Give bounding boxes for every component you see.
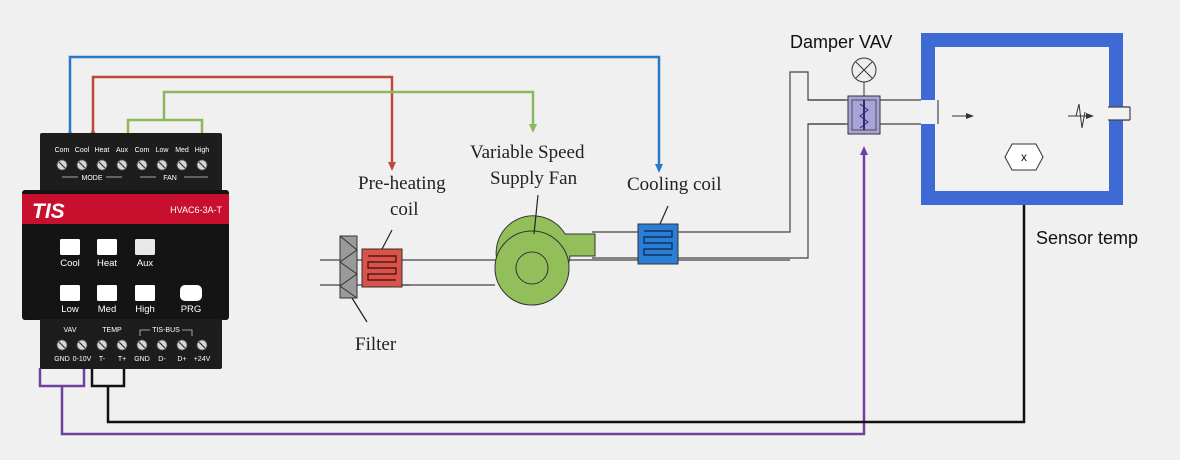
top-terminal-label: Aux bbox=[116, 147, 129, 154]
sensor-symbol: x bbox=[1021, 150, 1027, 164]
terminal-screw bbox=[176, 339, 188, 351]
controller-header-bar bbox=[22, 194, 229, 224]
controller-button-high[interactable]: High bbox=[135, 285, 155, 315]
top-terminal-label: Low bbox=[156, 147, 170, 154]
terminal-screw bbox=[176, 159, 188, 171]
purple-wire-bracket bbox=[38, 368, 86, 388]
blue-wire bbox=[68, 55, 661, 170]
black-wire-bracket bbox=[90, 368, 126, 388]
supply-fan bbox=[494, 194, 596, 306]
fan-label-line2: Supply Fan bbox=[490, 168, 578, 189]
svg-text:Low: Low bbox=[61, 304, 79, 315]
controller-button-aux[interactable]: Aux bbox=[135, 239, 155, 269]
preheat-label-line1: Pre-heating bbox=[358, 173, 446, 194]
brand-logo: TIS bbox=[32, 200, 65, 223]
cooling-label: Cooling coil bbox=[627, 174, 721, 195]
bottom-group-vav: VAV bbox=[64, 327, 77, 334]
bottom-group-bus: TIS-BUS bbox=[152, 327, 180, 334]
top-group-mode: MODE bbox=[82, 175, 103, 182]
terminal-screw bbox=[156, 159, 168, 171]
green-wire-arrow-down bbox=[529, 124, 537, 133]
controller-button-prg[interactable]: PRG bbox=[180, 285, 202, 315]
red-wire-arrow-down bbox=[388, 162, 396, 171]
top-terminal-label: Com bbox=[135, 147, 150, 154]
terminal-screw bbox=[196, 159, 208, 171]
bottom-terminal-label: GND bbox=[134, 356, 150, 363]
terminal-screw bbox=[156, 339, 168, 351]
purple-wire-arrow-up bbox=[860, 146, 868, 155]
bottom-terminal-label: D+ bbox=[177, 356, 186, 363]
terminal-screw bbox=[196, 339, 208, 351]
filter bbox=[339, 235, 368, 323]
sensor-label: Sensor temp bbox=[1036, 228, 1138, 248]
red-wire bbox=[91, 75, 394, 166]
terminal-screw bbox=[76, 159, 88, 171]
controller-button-cool[interactable]: Cool bbox=[60, 239, 80, 269]
green-wire bbox=[162, 90, 535, 128]
bottom-terminal-label: D- bbox=[158, 356, 166, 363]
room: x bbox=[921, 33, 1131, 205]
purple-wire bbox=[60, 150, 866, 436]
terminal-screw bbox=[116, 339, 128, 351]
preheat-label-line2: coil bbox=[390, 199, 419, 220]
svg-text:PRG: PRG bbox=[181, 304, 202, 315]
top-terminal-label: Med bbox=[175, 147, 189, 154]
top-terminal-label: Com bbox=[55, 147, 70, 154]
terminal-screw bbox=[96, 159, 108, 171]
svg-text:Med: Med bbox=[98, 304, 116, 315]
fan-label-line1: Variable Speed bbox=[470, 142, 585, 163]
controller-button-low[interactable]: Low bbox=[60, 285, 80, 315]
top-group-fan: FAN bbox=[163, 175, 177, 182]
terminal-screw bbox=[136, 339, 148, 351]
bottom-terminal-label: +24V bbox=[194, 356, 211, 363]
controller-button-med[interactable]: Med bbox=[97, 285, 117, 315]
return-air-symbol bbox=[1075, 103, 1086, 129]
damper-vav bbox=[847, 57, 881, 135]
top-terminal-label: Heat bbox=[95, 147, 110, 154]
top-terminal-label: High bbox=[195, 147, 210, 154]
control-wires bbox=[38, 55, 1026, 436]
temperature-sensor bbox=[1004, 143, 1044, 171]
top-terminal-label: Cool bbox=[75, 147, 90, 154]
damper-label: Damper VAV bbox=[790, 32, 892, 52]
blue-wire-arrow-down bbox=[655, 164, 663, 173]
svg-text:Cool: Cool bbox=[60, 258, 80, 269]
bottom-group-temp: TEMP bbox=[102, 327, 122, 334]
svg-text:Aux: Aux bbox=[137, 258, 154, 269]
terminal-screw bbox=[76, 339, 88, 351]
terminal-screw bbox=[56, 339, 68, 351]
bottom-terminal-label: T+ bbox=[118, 356, 126, 363]
black-wire bbox=[106, 175, 1026, 424]
svg-text:High: High bbox=[135, 304, 155, 315]
terminal-screw bbox=[56, 159, 68, 171]
svg-text:Heat: Heat bbox=[97, 258, 117, 269]
top-terminal-block bbox=[40, 133, 222, 191]
bottom-terminal-label: T- bbox=[99, 356, 106, 363]
preheat-coil bbox=[361, 229, 403, 288]
bottom-terminal-block bbox=[40, 319, 222, 369]
terminal-screw bbox=[116, 159, 128, 171]
terminal-screw bbox=[136, 159, 148, 171]
terminal-screw bbox=[96, 339, 108, 351]
model-number: HVAC6-3A-T bbox=[170, 205, 222, 215]
bottom-terminal-label: GND bbox=[54, 356, 70, 363]
green-wire-bracket bbox=[126, 118, 204, 133]
filter-label: Filter bbox=[355, 334, 397, 355]
controller-button-heat[interactable]: Heat bbox=[97, 239, 117, 269]
cooling-coil bbox=[637, 205, 679, 265]
bottom-terminal-label: 0-10V bbox=[73, 356, 92, 363]
